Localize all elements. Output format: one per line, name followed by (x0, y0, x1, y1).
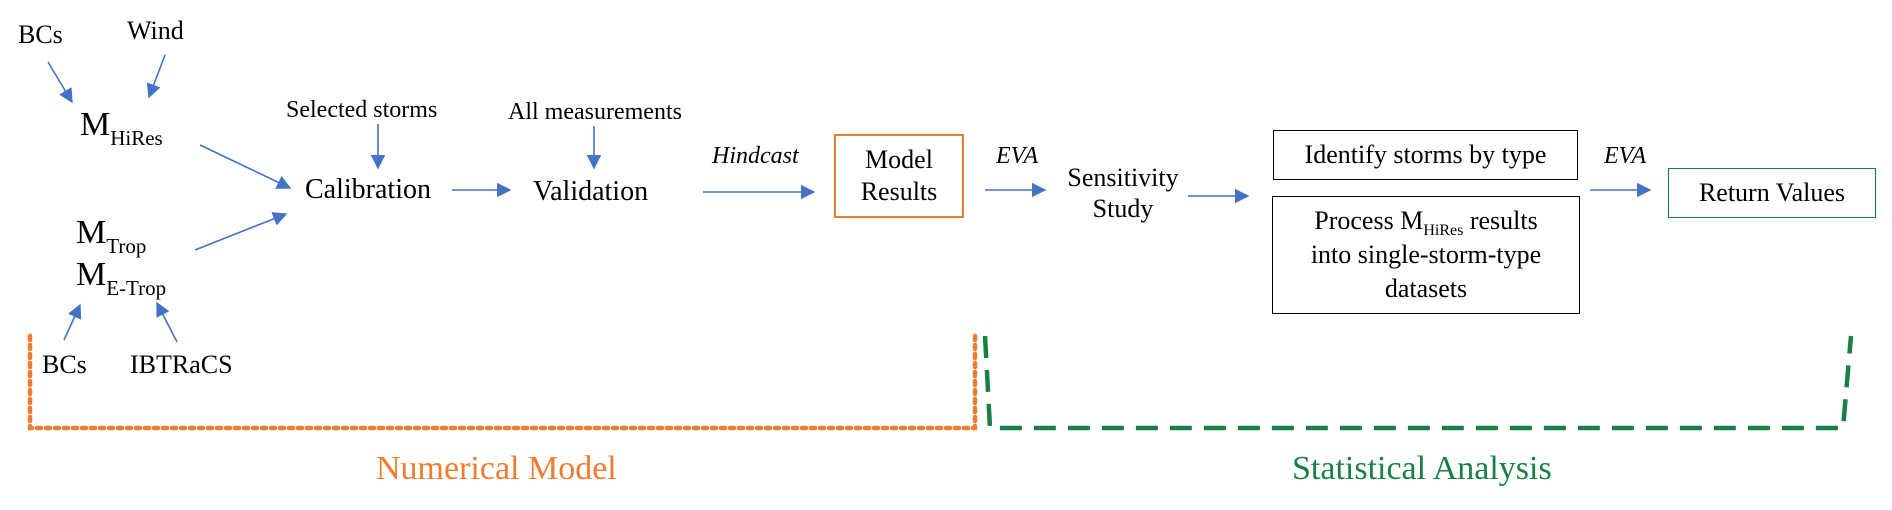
arrow-mhires-to-calibration (199, 144, 292, 189)
calibration-node: Calibration (305, 174, 431, 205)
bcs-bottom-label: BCs (42, 350, 87, 379)
m-etrop-label: ME-Trop (76, 256, 167, 300)
arrow-bcs-to-mhires (47, 61, 73, 104)
sensitivity-study-node: Sensitivity Study (1058, 162, 1188, 224)
sensitivity-line1: Sensitivity (1067, 163, 1179, 192)
arrow-ibtracs-to-metrop (156, 301, 178, 343)
statistical-analysis-bracket (982, 335, 1854, 431)
sensitivity-line2: Study (1092, 194, 1154, 224)
m-hires-label: MHiRes (80, 106, 163, 150)
arrow-bcs-bottom-to-metrop (63, 303, 82, 341)
process-line3: datasets (1384, 273, 1468, 303)
numerical-model-label: Numerical Model (376, 450, 617, 487)
process-results-box: Process MHiRes results into single-storm… (1272, 196, 1580, 314)
identify-storms-box: Identify storms by type (1273, 130, 1578, 180)
process-line2: into single-storm-type (1310, 240, 1542, 270)
model-results-line1: Model (865, 144, 933, 174)
selected-storms-label: Selected storms (286, 97, 438, 123)
hindcast-label: Hindcast (712, 143, 799, 169)
process-line1: Process MHiRes results (1314, 206, 1538, 240)
numerical-model-bracket (27, 333, 978, 431)
identify-storms-label: Identify storms by type (1304, 139, 1547, 169)
ibtracs-label: IBTRaCS (130, 350, 233, 379)
eva-label-2: EVA (1604, 143, 1647, 169)
return-values-box: Return Values (1668, 168, 1876, 218)
statistical-analysis-label: Statistical Analysis (1292, 450, 1552, 487)
validation-node: Validation (533, 176, 649, 207)
m-trop-label: MTrop (76, 214, 147, 258)
eva-label-1: EVA (996, 143, 1039, 169)
bcs-top-label: BCs (18, 20, 63, 49)
all-measurements-label: All measurements (508, 99, 682, 125)
model-results-box: Model Results (834, 134, 964, 218)
return-values-label: Return Values (1698, 177, 1846, 207)
arrow-wind-to-mhires (146, 54, 166, 99)
wind-label: Wind (127, 16, 184, 45)
arrow-mtrop-to-calibration (194, 212, 288, 251)
model-results-line2: Results (860, 177, 938, 206)
